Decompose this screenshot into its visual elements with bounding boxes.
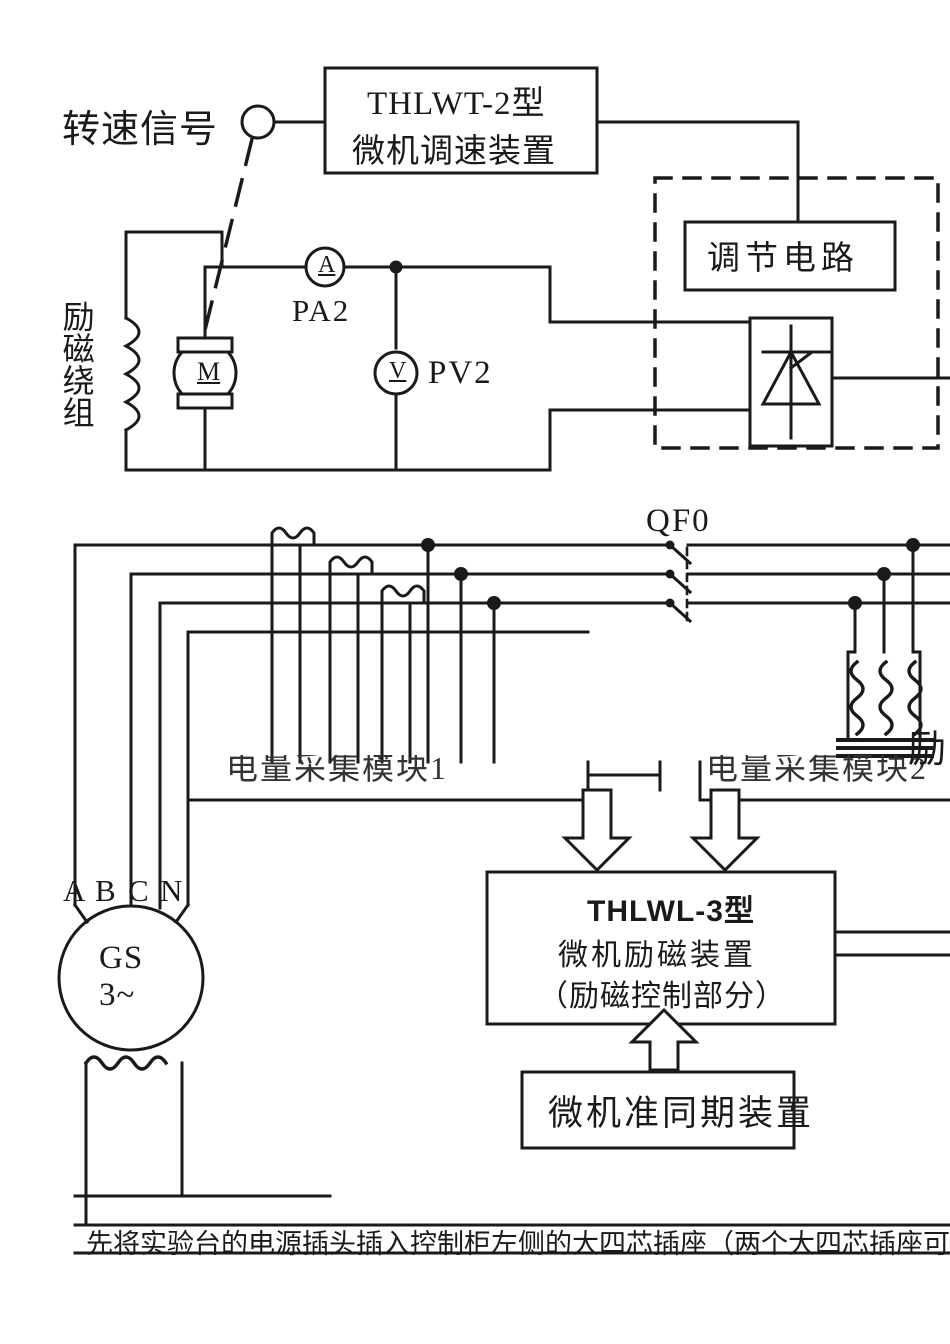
field-winding-label: 励磁绕组 — [58, 300, 95, 428]
generator-terminal-c: C — [128, 873, 149, 908]
ammeter-designation-label: PA2 — [292, 293, 351, 328]
governor-box-line1: THLWT-2型 — [367, 86, 546, 122]
acquisition-module-2-label: 电量采集模块2 — [706, 755, 929, 786]
thyristor-box-outline — [748, 316, 834, 448]
excitation-device-line1: THLWL-3型 — [587, 895, 755, 928]
regulator-box-label: 调节电路 — [707, 241, 859, 277]
generator-terminal-b: B — [95, 873, 116, 908]
voltmeter-symbol-label: V — [389, 358, 407, 384]
motor-symbol-label: M — [197, 357, 221, 386]
module2-outline — [698, 760, 950, 802]
arrow-to-excitation-1 — [561, 788, 633, 873]
excitation-device-line3: （励磁控制部分） — [538, 980, 786, 1013]
module1-label-clip: 电量采集模块1 — [188, 755, 588, 791]
excitation-device-line2: 微机励磁装置 — [558, 939, 756, 972]
arrow-to-excitation-2 — [689, 788, 761, 873]
speed-signal-label: 转速信号 — [62, 109, 219, 151]
voltmeter-designation-label: PV2 — [428, 355, 493, 391]
module1-outline — [186, 760, 590, 802]
breaker-label: QF0 — [646, 503, 711, 539]
ammeter-symbol-label: A — [318, 252, 336, 278]
acquisition-module-1-label: 电量采集模块1 — [226, 755, 449, 786]
generator-label-line2: 3~ — [99, 977, 136, 1013]
generator-label-line1: GS — [99, 940, 144, 976]
module2-label-clip: 电量采集模块2 — [700, 755, 950, 791]
excitation-transformer-label: 励 — [908, 729, 947, 766]
generator-terminal-n: N — [160, 873, 183, 908]
speed-signal-terminal — [240, 104, 276, 140]
generator-terminal-a: A — [63, 873, 86, 908]
excitation-transformer-label-clip: 励 — [908, 718, 950, 766]
sync-device-label: 微机准同期装置 — [548, 1094, 815, 1133]
regulator-box-outline — [683, 220, 897, 292]
governor-box-line2: 微机调速装置 — [352, 134, 556, 170]
figure-caption: 先将实验台的电源插头插入控制柜左侧的大四芯插座（两个大四芯插座可通用）。 — [86, 1229, 950, 1259]
arrow-to-excitation-3 — [628, 1007, 700, 1072]
sync-device-box-outline — [520, 1070, 796, 1150]
